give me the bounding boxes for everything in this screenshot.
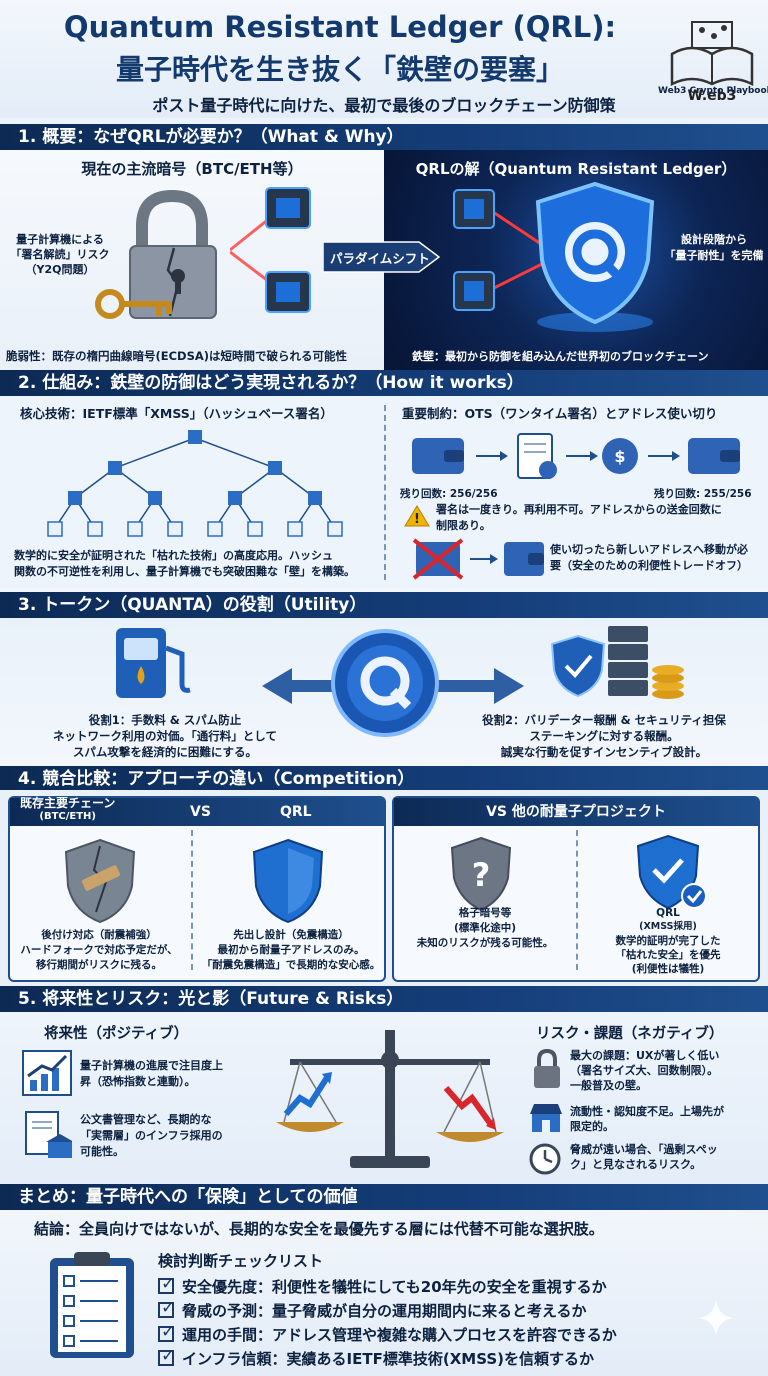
section-2-heading: 2. 仕組み：鉄壁の防御はどう実現されるか？（How it works） [0,370,768,396]
ots-title: 重要制約：OTS（ワンタイム署名）とアドレス使い切り [402,406,718,421]
lattice-crypto-text: 格子暗号等(標準化途中)未知のリスクが残る可能性。 [416,907,554,949]
page-subtitle: ポスト量子時代に向けた、最初で最後のブロックチェーン防御策 [152,96,616,115]
document-bank-icon [25,1111,72,1158]
svg-text:!: ! [414,512,420,527]
section-5-heading: 5. 将来性とリスク：光と影（Future & Risks） [0,986,768,1012]
risk-3-text: 脅威が遠い場合、「過剰スペック」と見なされるリスク。 [570,1143,718,1171]
chip-beam-icon [453,189,550,311]
balance-scale-icon [276,1030,504,1168]
card-1-header: 既存主要チェーン (BTC/ETH) VS QRL [10,796,384,826]
risk-title: リスク・課題（ネガティブ） [536,1026,724,1042]
card-2-divider [576,830,578,970]
current-crypto-title: 現在の主流暗号（BTC/ETH等） [81,160,303,178]
checklist-item[interactable]: インフラ信頼：実績あるIETF標準技術(XMSS)を信頼するか [158,1346,594,1369]
book-logo-icon: W.eb3 [670,21,754,104]
qrl-xmss-text: QRL(XMSS採用)数学的証明が完了した「枯れた安全」を優先(利便性は犠牲) [615,907,721,975]
quantum-resistance-note: 設計段階から「量子耐性」を完備 [664,233,764,262]
qrl-solution-title: QRLの解（Quantum Resistant Ledger） [415,160,737,178]
risk-1-text: 最大の課題：UXが著しく低い（署名サイズ大、回数制限）。一般普及の壁。 [570,1049,720,1092]
utility-arrows-icon [262,668,524,704]
store-icon [530,1104,562,1132]
validator-server-icon [550,626,684,699]
card-2-header: VS 他の耐量子プロジェクト [394,798,758,826]
comparison-card-existing: 既存主要チェーン (BTC/ETH) VS QRL [8,796,386,982]
section-4-heading: 4. 競合比較：アプローチの違い（Competition） [0,766,768,792]
section-1-heading: 1. 概要：なぜQRLが必要か？（What & Why） [0,124,768,150]
existing-chain-text: 後付け対応（耐震補強）ハードフォークで対応予定だが、移行期間がリスクに残る。 [20,929,178,971]
xmss-caption: 数学的に安全が証明された「枯れた技術」の高度応用。ハッシュ関数の不可逆性を利用し… [14,549,355,578]
fuel-pump-icon [116,628,191,698]
key-icon [95,289,172,319]
xmss-title: 核心技術：IETF標準「XMSS」（ハッシュベース署名） [20,406,333,421]
checkbox-icon[interactable] [158,1298,175,1318]
svg-text:W.eb3: W.eb3 [688,88,737,104]
cracked-shield-icon [64,838,136,924]
conclusion-text: 結論：全員向けではないが、長期的な安全を最優先する層には代替不可能な選択肢。 [34,1220,604,1238]
role-1-text: 役割1：手数料 & スパム防止ネットワーク利用の対価。「通行料」としてスパム攻撃… [53,713,277,759]
positive-2-text: 公文書管理など、長期的な「実需層」のインフラ採用の可能性。 [80,1113,223,1158]
page-title-jp: 量子時代を生き抜く「鉄壁の要塞」 [115,53,564,86]
migration-text: 使い切ったら新しいアドレスへ移動が必要（安全のための利便性トレードオフ） [550,543,748,572]
remaining-after: 残り回数: 255/256 [654,488,752,500]
clipboard-icon [50,1252,134,1358]
checkbox-icon[interactable] [158,1322,175,1342]
qrl-shield-icon [535,181,655,332]
sparkle-icon [698,1300,734,1336]
positive-title: 将来性（ポジティブ） [44,1026,189,1042]
question-shield-icon: ? [450,836,512,912]
checklist-title: 検討判断チェックリスト [158,1252,324,1270]
card-1-divider [191,830,193,970]
quanta-coin-icon [331,629,439,737]
page-title: Quantum Resistant Ledger (QRL): [63,10,617,44]
merkle-tree-icon [47,430,343,537]
paradigm-shift-arrow [323,241,441,273]
ots-warning-text: 署名は一度きり。再利用不可。アドレスからの送金回数に制限あり。 [436,503,722,532]
section-5-panel [0,1012,768,1184]
role-2-text: 役割2：バリデーター報酬 & セキュリティ担保ステーキングに対する報酬。誠実な行… [482,713,726,759]
summary-heading: まとめ：量子時代への「保険」としての価値 [0,1184,768,1210]
address-migration-icon [412,538,544,580]
checkbox-icon[interactable] [158,1346,175,1366]
broken-padlock-icon [129,189,217,319]
positive-1-text: 量子計算機の進展で注目度上昇（恐怖指数と連動）。 [80,1059,223,1088]
header [0,0,768,118]
clock-icon [529,1143,561,1175]
check-shield-icon [636,834,707,910]
threat-label: 量子計算機による「署名解読」リスク（Y2Q問題） [10,233,110,276]
growth-chart-icon [22,1050,72,1096]
section-3-heading: 3. トークン（QUANTA）の役割（Utility） [0,592,768,618]
qrl-design-text: 先出し設計（免震構造）最初から耐量子アドレスのみ。「耐震免震構造」で長期的な安心… [201,929,381,971]
qrl-blue-shield-icon [252,838,324,924]
section-2-divider [384,405,386,580]
padlock-icon [534,1048,560,1088]
vulnerability-caption: 脆弱性：既存の楕円曲線暗号(ECDSA)は短時間で破られる可能性 [6,349,348,363]
quantum-chip-attack-icon [230,187,311,313]
svg-text:$: $ [614,447,625,466]
svg-text:?: ? [472,856,491,894]
ots-flow-icons: $ [412,433,740,479]
checklist-item[interactable]: 運用の手間：アドレス管理や複雑な購入プロセスを許容できるか [158,1322,617,1345]
logo-caption: Web3 Crypto Playbook [658,86,768,96]
paradigm-shift-label: パラダイムシフト [330,251,430,266]
checkbox-icon[interactable] [158,1274,175,1294]
warning-icon: ! [404,505,430,527]
remaining-before: 残り回数: 256/256 [400,488,498,500]
checklist-item[interactable]: 安全優先度：利便性を犠牲にしても20年先の安全を重視するか [158,1274,607,1297]
risk-2-text: 流動性・認知度不足。上場先が限定的。 [570,1105,724,1133]
fortress-caption: 鉄壁：最初から防御を組み込んだ世界初のブロックチェーン [412,350,709,363]
checklist-item[interactable]: 脅威の予測：量子脅威が自分の運用期間内に来ると考えるか [158,1298,587,1321]
